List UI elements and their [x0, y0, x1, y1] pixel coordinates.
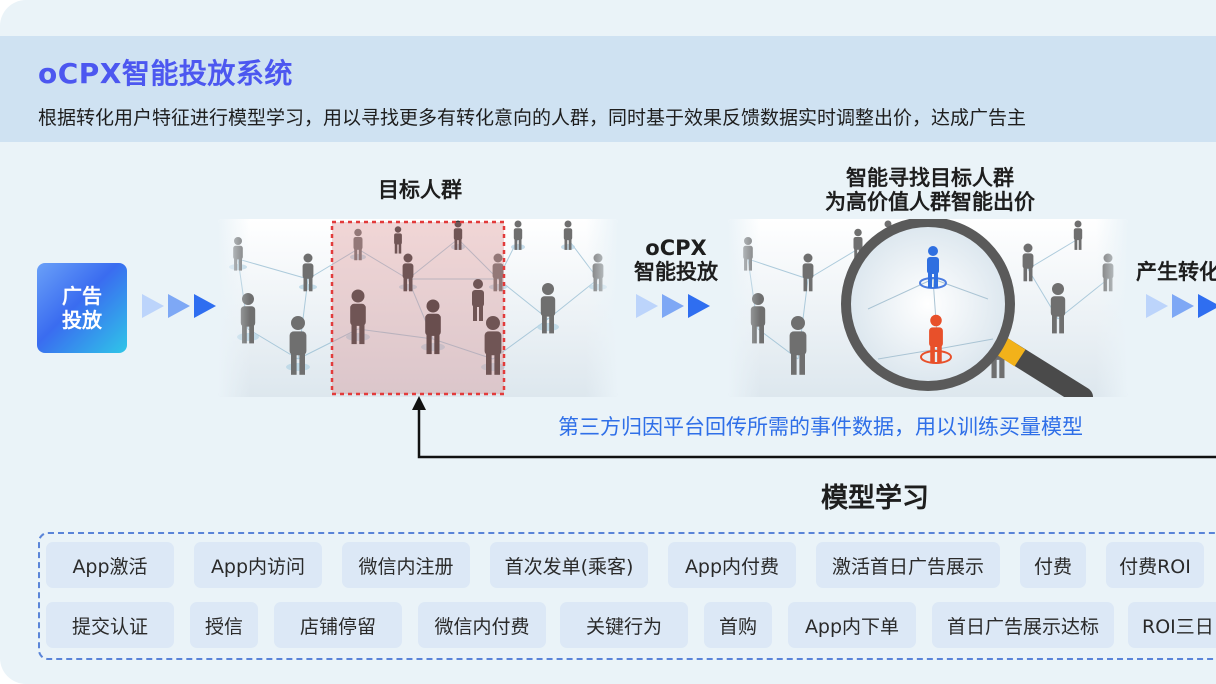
smart-label-line1: 智能寻找目标人群 — [846, 166, 1014, 190]
tag-item[interactable]: 激活首日广告展示 — [816, 542, 1000, 588]
feedback-line — [417, 408, 1216, 459]
tag-item[interactable]: 关键行为 — [560, 602, 688, 648]
tag-item[interactable]: App激活 — [46, 542, 174, 588]
tag-item[interactable]: ROI三日 — [1128, 602, 1216, 648]
smart-label-line2: 为高价值人群智能出价 — [825, 190, 1035, 214]
tag-item[interactable]: 付费ROI — [1106, 542, 1204, 588]
tag-item[interactable]: 首日广告展示达标 — [932, 602, 1114, 648]
crowd-network-image — [218, 219, 618, 397]
ad-delivery-button[interactable]: 广告 投放 — [37, 263, 127, 353]
tag-item[interactable]: 店铺停留 — [274, 602, 402, 648]
header-band — [0, 36, 1216, 142]
tag-item[interactable]: 首购 — [704, 602, 772, 648]
ad-button-line2: 投放 — [62, 308, 102, 332]
triple-arrow-icon — [1146, 294, 1216, 318]
smart-crowd-image — [728, 219, 1128, 397]
smart-crowd-svg — [728, 219, 1128, 397]
ocpx-label-line2: 智能投放 — [634, 260, 718, 284]
feedback-text: 第三方归因平台回传所需的事件数据，用以训练买量模型 — [558, 415, 1083, 439]
tag-item[interactable]: 微信内注册 — [342, 542, 470, 588]
page-title: oCPX智能投放系统 — [38, 57, 293, 90]
magnifier-icon — [841, 219, 1093, 397]
conversion-label: 产生转化 — [1136, 260, 1216, 284]
triple-arrow-icon — [142, 294, 220, 318]
event-tags-box — [38, 532, 1216, 660]
tag-item[interactable]: 付费 — [1020, 542, 1086, 588]
tag-item[interactable]: 授信 — [190, 602, 258, 648]
tag-item[interactable]: App内付费 — [668, 542, 796, 588]
page-description: 根据转化用户特征进行模型学习，用以寻找更多有转化意向的人群，同时基于效果反馈数据… — [38, 107, 1027, 129]
model-learning-title: 模型学习 — [821, 483, 929, 514]
tag-item[interactable]: 提交认证 — [46, 602, 174, 648]
tag-item[interactable]: 微信内付费 — [418, 602, 546, 648]
crowd-network-svg — [218, 219, 618, 397]
tag-item[interactable]: App内下单 — [788, 602, 916, 648]
target-crowd-label: 目标人群 — [378, 178, 462, 202]
up-arrow-icon — [412, 396, 426, 410]
tag-item[interactable]: 首次发单(乘客) — [490, 542, 648, 588]
ocpx-label-line1: oCPX — [645, 236, 707, 260]
tag-item[interactable]: App内访问 — [194, 542, 322, 588]
ad-button-line1: 广告 — [62, 284, 102, 308]
triple-arrow-icon — [636, 294, 714, 318]
